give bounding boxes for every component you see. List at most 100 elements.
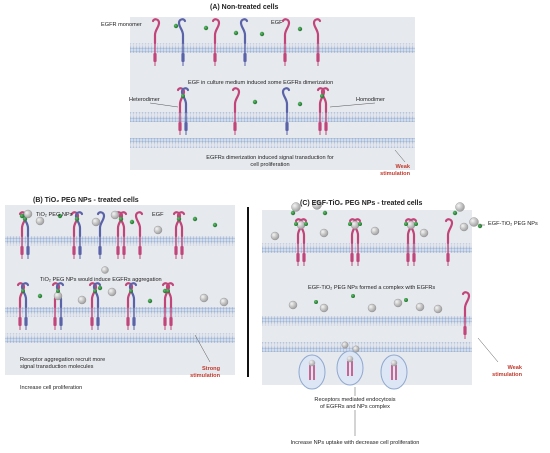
receptor-tail [318,122,322,131]
panel-c-caption-2-line2: of EGFRs and NPs complex [320,403,390,410]
internalized-nanoparticle [390,359,398,367]
membrane-bilayer [5,333,235,343]
membrane-bilayer [262,342,472,352]
receptor-tail [406,253,410,262]
egf-molecule [203,25,209,31]
membrane-bilayer [130,43,415,53]
internalized-nanoparticle [346,355,354,363]
receptor-extracellular [70,211,80,238]
receptor-tail [98,246,102,255]
endocytic-vesicle [298,354,326,390]
tio2-nanoparticle [53,291,63,301]
egf-molecule [37,293,43,299]
receptor-extracellular [124,282,134,309]
egf-molecule [19,213,25,219]
egfr-receptor [151,18,161,66]
receptor-tail [324,122,328,131]
egf-molecule [129,219,135,225]
tio2-nanoparticle [110,210,120,220]
receptor-tail [116,246,120,255]
receptor-tail [356,253,360,262]
tio2-nanoparticle [77,295,87,305]
tio2-nanoparticle [291,202,301,212]
receptor-extracellular [177,18,187,45]
panel-b-title: (B) TiO₂ PEG NPs - treated cells [33,197,139,204]
egfr-receptor [74,211,84,259]
egf-molecule [404,222,408,226]
egf-molecule [414,222,418,226]
panel-c-caption-1: EGF-TiO₂ PEG NPs formed a complex with E… [308,285,436,291]
egf-molecule [358,222,362,226]
egfr-receptor [281,18,291,66]
label-pointer [394,149,406,163]
egf-molecule [314,300,318,304]
egfr-receptor [231,87,241,135]
egf-molecule [259,31,265,37]
receptor-tail [213,53,217,62]
tio2-nanoparticle [341,341,349,349]
egf-molecule [74,216,80,222]
receptor-tail [163,317,167,326]
receptor-extracellular [128,282,138,309]
receptor-extracellular [320,87,330,114]
egfr-receptor [118,211,128,259]
membrane-bilayer [5,307,235,317]
tio2-nanoparticle [219,297,229,307]
receptor-tail [463,326,467,335]
panel-b-stimulation-line1: Strong [201,366,220,372]
tio2-nanoparticle [393,298,403,308]
receptor-tail [126,317,130,326]
heterodimer-label: Heterodimer [129,97,160,103]
receptor-tail [72,246,76,255]
receptor-tail [78,246,82,255]
membrane-bilayer [130,112,415,122]
receptor-tail [96,317,100,326]
egfr-receptor [16,282,26,330]
receptor-tail [18,317,22,326]
egf-molecule [404,298,408,302]
receptor-tail [181,53,185,62]
panel-c-title: (C) EGF-TiO₂ PEG NPs - treated cells [300,200,423,207]
egf-molecule [147,298,153,304]
egf-molecule [297,26,303,32]
receptor-tail [53,317,57,326]
tio2-nanoparticle [91,217,101,227]
tio2-nanoparticle [296,220,306,230]
tio2-nanoparticle [288,300,298,310]
egf-molecule [304,222,308,226]
endocytic-vesicle [336,350,364,386]
egf-molecule [452,210,458,216]
egf-molecule [320,94,324,98]
egf-molecule [477,223,483,229]
egf-molecule [212,222,218,228]
pointer-group [149,102,499,436]
label-pointer [194,334,211,363]
egf-molecule [57,213,63,219]
receptor-tail [184,122,188,131]
egfr-receptor [312,18,322,66]
receptor-extracellular [461,291,471,318]
egfr-receptor [20,282,30,330]
receptor-tail [132,317,136,326]
endocytic-vesicle [380,354,408,390]
receptor-tail [412,253,416,262]
egfr-receptor [180,87,190,135]
receptor-extracellular [281,18,291,45]
egf-molecule [290,210,296,216]
panel-divider [247,207,249,377]
receptor-extracellular [74,211,84,238]
egf-molecule [173,23,179,29]
egf-molecule [162,288,168,294]
egf-molecule [322,210,328,216]
egfr-receptor [172,211,182,259]
egf-molecule [297,101,303,107]
receptor-tail [283,53,287,62]
egf-molecule [176,216,182,222]
receptor-extracellular [134,211,144,238]
egf-molecule [166,289,170,293]
egf-molecule [233,30,239,36]
receptor-extracellular [176,87,186,114]
receptor-tail [122,246,126,255]
